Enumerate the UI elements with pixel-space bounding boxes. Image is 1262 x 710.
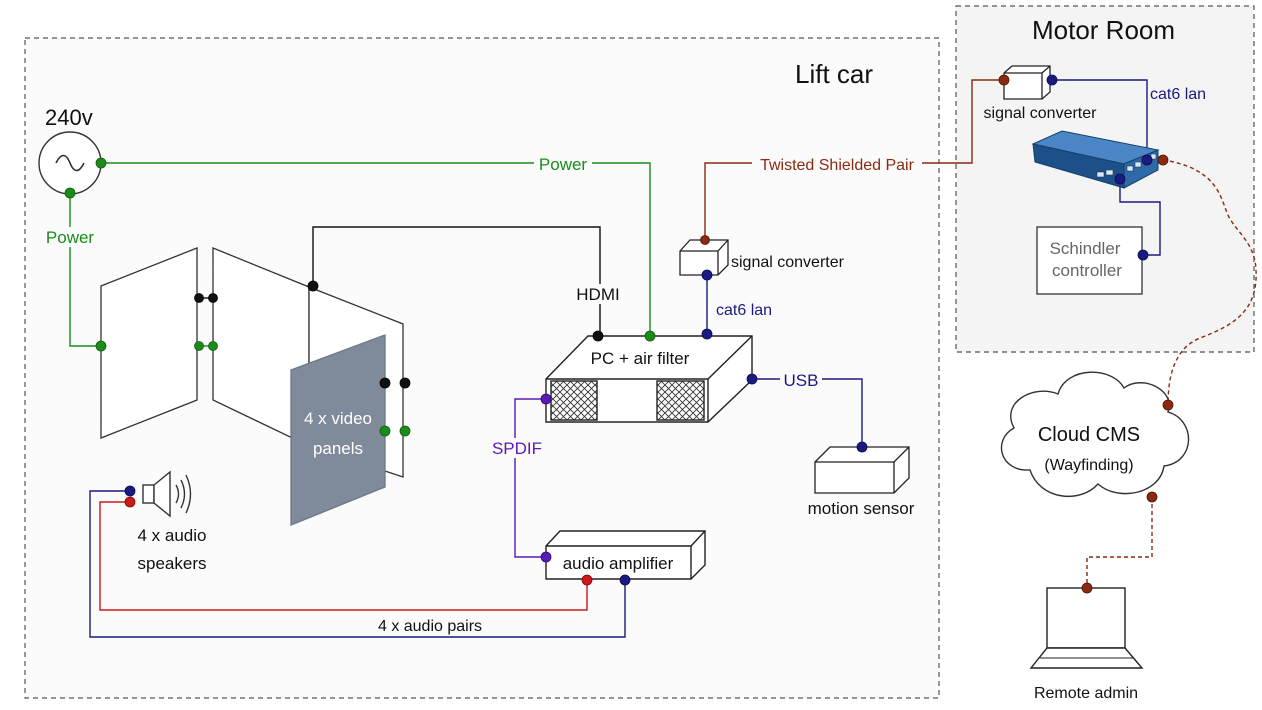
pc-label: PC + air filter — [591, 349, 690, 368]
schindler-label-line1: Schindler — [1050, 239, 1121, 258]
speakers-label-line1: 4 x audio — [138, 526, 207, 545]
connection-labels: Power Power HDMI cat6 lan USB SPDIF Twis… — [40, 86, 1206, 636]
power-source: 240v — [38, 105, 102, 195]
signal-converter-room: signal converter — [984, 65, 1098, 122]
lift-car-label: Lift car — [795, 59, 873, 89]
signal-converter-car: signal converter — [679, 239, 845, 276]
speaker: 4 x audio speakers — [138, 470, 207, 573]
cloud-label-line1: Cloud CMS — [1038, 424, 1140, 446]
motion-sensor-label: motion sensor — [808, 499, 915, 518]
laptop-icon — [1029, 587, 1144, 669]
motion-sensor: motion sensor — [808, 446, 915, 518]
power-top-label: Power — [539, 155, 588, 174]
amplifier-label: audio amplifier — [563, 554, 674, 573]
cloud-cms: Cloud CMS (Wayfinding) — [1000, 371, 1190, 498]
voltage-label: 240v — [45, 105, 93, 130]
cloud-label-line2: (Wayfinding) — [1044, 457, 1133, 474]
signal-converter-room-label: signal converter — [984, 105, 1098, 122]
video-panels-label-line1: 4 x video — [304, 409, 372, 428]
twisted-pair-wire — [704, 79, 1004, 240]
schindler-controller: Schindler controller — [1036, 226, 1143, 295]
speaker-icon — [142, 470, 192, 518]
twisted-pair-label: Twisted Shielded Pair — [760, 157, 915, 174]
remote-admin: Remote admin — [1029, 587, 1144, 702]
air-filter-right — [656, 380, 705, 421]
spdif-wire — [514, 398, 546, 558]
remote-admin-label: Remote admin — [1034, 685, 1138, 702]
speakers-label-line2: speakers — [138, 554, 207, 573]
audio-amplifier: audio amplifier — [545, 530, 706, 580]
cat6-room-label: cat6 lan — [1150, 86, 1206, 103]
audio-pairs-label: 4 x audio pairs — [378, 618, 482, 635]
air-filter-left — [550, 380, 598, 421]
video-panels-label-line2: panels — [313, 439, 363, 458]
internet-links — [1086, 159, 1257, 588]
signal-converter-car-label: signal converter — [731, 254, 845, 271]
ac-symbol-icon — [55, 154, 85, 172]
audio-pair-wires — [89, 490, 626, 638]
spdif-label: SPDIF — [492, 439, 542, 458]
pc-unit: PC + air filter — [545, 335, 753, 423]
video-panels: 4 x video panels — [100, 247, 404, 526]
schindler-label-line2: controller — [1052, 261, 1122, 280]
power-left-label: Power — [46, 228, 95, 247]
cat6-car-label: cat6 lan — [716, 302, 772, 319]
connector-dots — [64, 74, 1174, 594]
hdmi-label: HDMI — [576, 285, 619, 304]
usb-label: USB — [784, 371, 819, 390]
cloud-icon — [1000, 371, 1190, 498]
motor-room-label: Motor Room — [1032, 15, 1175, 45]
